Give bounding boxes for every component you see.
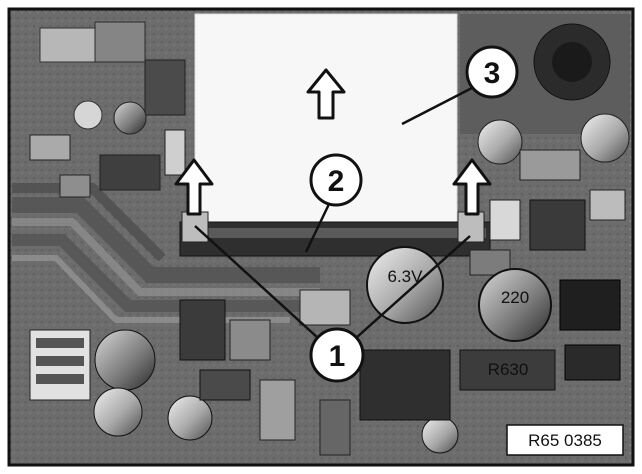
capacitor-marking-left: 6.3V: [388, 267, 424, 286]
leader-lines: [194, 86, 473, 339]
components-bottom: R630: [29, 279, 621, 456]
reference-code-box: R65 0385: [506, 424, 624, 456]
electrolytic-capacitors: 6.3V 220: [93, 246, 552, 454]
capacitor-marking-right: 220: [501, 288, 529, 307]
reference-code: R65 0385: [528, 431, 602, 450]
connector-strip: [179, 211, 491, 257]
up-arrow-left-icon: [174, 158, 214, 216]
ic-marking: R630: [488, 360, 529, 379]
callout-1-label: 1: [329, 340, 346, 373]
up-arrow-icon: [306, 68, 346, 120]
callout-1: 1: [309, 327, 365, 383]
smd-components-top-left: [29, 21, 186, 198]
callout-2-label: 2: [328, 165, 345, 198]
callout-3-label: 3: [484, 57, 501, 90]
callout-2: 2: [309, 153, 363, 207]
components-top-right: [460, 14, 630, 276]
callout-3: 3: [465, 45, 519, 99]
up-arrow-right-icon: [452, 158, 492, 216]
